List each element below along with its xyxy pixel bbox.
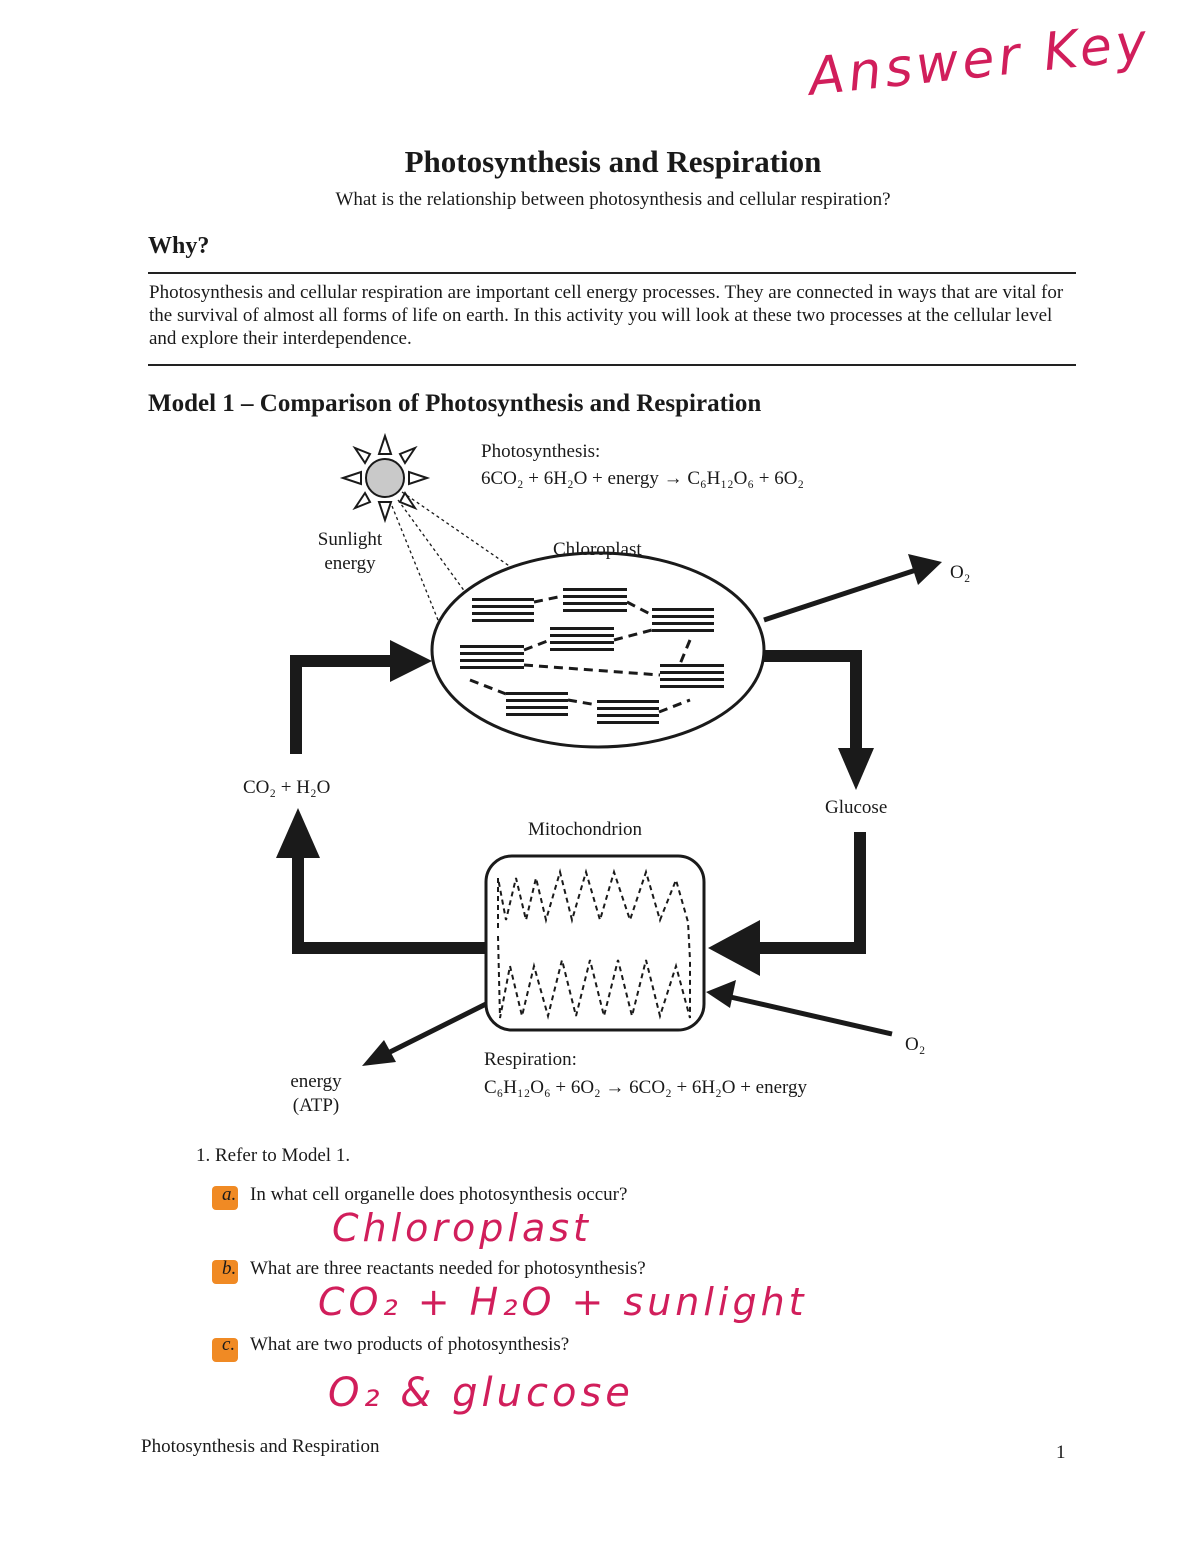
o2-input-arrow (706, 980, 893, 1037)
why-text: Photosynthesis and cellular respiration … (149, 282, 1064, 349)
question-1c-text: What are two products of photosynthesis? (250, 1334, 570, 1355)
question-1: 1. Refer to Model 1. (196, 1145, 351, 1166)
question-1b-text: What are three reactants needed for phot… (250, 1258, 646, 1279)
sun-icon (339, 432, 431, 524)
mitochondrion-icon (484, 854, 706, 1032)
question-1c-letter: c. (222, 1334, 236, 1355)
why-rule-top (148, 272, 1076, 274)
mitochondrion-label: Mitochondrion (528, 819, 642, 840)
sunlight-rays (391, 491, 519, 626)
o2-bottom-label: O₂ (905, 1034, 926, 1055)
photosynthesis-equation: 6CO₂ + 6H₂O + energy → C₆H₁₂O₆ + 6O₂ (481, 468, 805, 489)
co2-h2o-return-arrow (276, 808, 486, 954)
co2-h2o-to-chloroplast-arrow (290, 640, 432, 754)
answer-1c: O₂ & glucose (328, 1370, 634, 1416)
glucose-to-mitochondrion-arrow (708, 832, 866, 976)
energy-atp-label: energy (ATP) (290, 1071, 342, 1116)
o2-top-label: O₂ (950, 562, 971, 583)
sunlight-energy-label: Sunlight energy (317, 529, 383, 574)
model-heading: Model 1 – Comparison of Photosynthesis a… (148, 390, 762, 417)
footer-title: Photosynthesis and Respiration (141, 1436, 380, 1457)
highlight-mark-a (212, 1186, 238, 1210)
respiration-label: Respiration: (484, 1049, 577, 1070)
co2-h2o-label: CO₂ + H₂O (243, 777, 331, 798)
highlight-mark-b (212, 1260, 238, 1284)
chloroplast-icon (430, 551, 766, 749)
chloroplast-label: Chloroplast (553, 539, 642, 560)
glucose-arrow (764, 650, 874, 790)
o2-output-arrow (763, 554, 942, 623)
answer-1a: Chloroplast (332, 1206, 592, 1250)
page-title: Photosynthesis and Respiration (404, 144, 822, 179)
photosynthesis-label: Photosynthesis: (481, 441, 601, 462)
respiration-equation: C₆H₁₂O₆ + 6O₂ → 6CO₂ + 6H₂O + energy (484, 1077, 808, 1098)
page-subtitle: What is the relationship between photosy… (335, 189, 891, 210)
why-heading: Why? (148, 233, 210, 259)
energy-output-arrow (362, 1001, 488, 1066)
page-number: 1 (1056, 1442, 1066, 1463)
glucose-label: Glucose (825, 797, 888, 818)
why-rule-bottom (148, 364, 1076, 366)
highlight-mark-c (212, 1338, 238, 1362)
answer-1b: CO₂ + H₂O + sunlight (318, 1280, 808, 1324)
question-1b-letter: b. (222, 1258, 237, 1279)
question-1a-text: In what cell organelle does photosynthes… (250, 1184, 628, 1205)
question-1a-letter: a. (222, 1184, 237, 1205)
